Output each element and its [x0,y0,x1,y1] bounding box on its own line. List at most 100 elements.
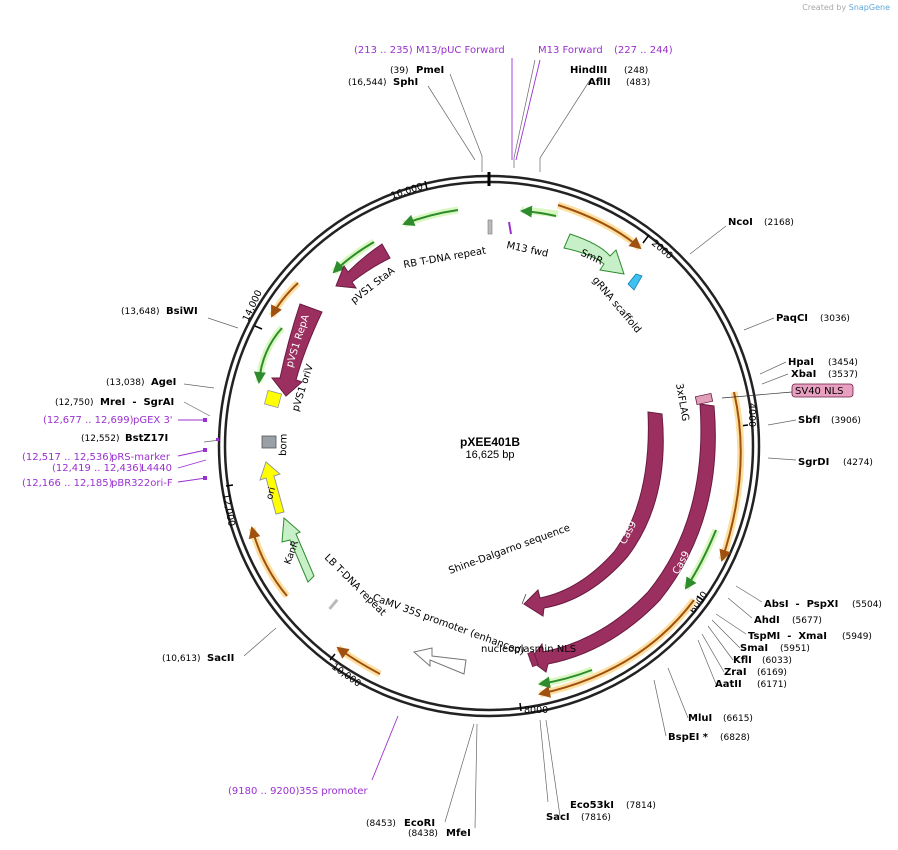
enzyme-pos-pmei: (39) [390,66,408,76]
shine-dalgarno-label: Shine-Dalgarno sequence [447,523,571,577]
enzyme-pos-bspei: (6828) [720,733,750,743]
enzyme-pos-agei: (13,038) [106,378,145,388]
tick-16000 [424,180,428,190]
enzyme-pos-ecori: (8453) [366,819,396,829]
flag-label: 3xFLAG [673,383,690,423]
primer-name-pbr322ori-f: pBR322ori-F [111,478,173,489]
enzyme-name-ahdi: AhdI [754,615,780,626]
camv-35s-promoter-label: CaMV 35S promoter (enhanced) [371,592,526,657]
enzyme-name-saci: SacI [546,812,570,823]
enzyme-pos-tspmi-xmai: (5949) [842,632,872,642]
tick-2000 [642,234,650,244]
lb-tdna-repeat-feature[interactable]: LB T-DNA repeat [322,552,388,618]
enzyme-pos-bstz17i: (12,552) [81,434,120,444]
enzyme-pos-ncoi: (2168) [764,218,794,228]
enzyme-name-ncoi: NcoI [728,217,753,228]
enzyme-name-mlui: MluI [688,713,712,724]
enzyme-name-ecori: EcoRI [404,818,435,829]
camv-35s-promoter-feature[interactable]: CaMV 35S promoter (enhanced) [371,592,526,675]
sv40-nls-feature[interactable]: SV40 NLS [721,383,854,399]
enzyme-pos-ahdi: (5677) [792,616,822,626]
enzyme-pos-xbai: (3537) [828,370,858,380]
enzyme-pos-hindiii: (248) [624,66,648,76]
primer-range-m13-forward: (227 .. 244) [614,45,673,56]
enzyme-name-sphi: SphI [393,77,418,88]
sv40-nls-label: SV40 NLS [795,386,844,397]
tick-label-14000: 14,000 [241,288,265,323]
rb-tdna-repeat-feature[interactable]: RB T-DNA repeat [403,219,493,271]
enzyme-pos-kfli: (6033) [762,656,792,666]
ori-feature[interactable]: ori [259,461,285,515]
nucleoplasmin-nls-feature[interactable]: nucleoplasmin NLS [481,644,576,668]
enzyme-pos-absi-pspxi: (5504) [852,600,882,610]
watermark-prefix: Created by [802,3,847,12]
primer-range-m13-puc-forward: (213 .. 235) [354,45,413,56]
tick-label-8000: 8000 [524,705,548,716]
enzyme-pos-aatii: (6171) [757,680,787,690]
enzyme-name-kfli: KflI [733,655,752,666]
enzyme-name-aatii: AatII [715,679,742,690]
enzyme-pos-hpai: (3454) [828,358,858,368]
enzyme-name-bstz17i: BstZ17I [125,433,168,444]
enzyme-pos-saci: (7816) [581,813,611,823]
enzyme-name-sgrdi: SgrDI [798,457,829,468]
backbone [217,172,761,718]
plasmid-size: 16,625 bp [465,449,515,461]
enzyme-leader-lines [183,59,797,829]
snapgene-watermark: Created by SnapGene [802,3,890,12]
tick-label-2000: 2000 [649,238,675,262]
enzyme-name-bspei: BspEI * [668,732,709,743]
primer-name-l4440: L4440 [141,463,172,474]
primer-range-pbr322ori-f: (12,166 .. 12,185) [22,478,113,489]
tick-10000 [329,653,336,661]
enzyme-name-hindiii: HindIII [570,65,607,76]
primer-name-prs-marker: pRS-marker [111,452,171,463]
grna-scaffold-feature[interactable]: gRNA scaffold [590,273,643,335]
kanr-feature[interactable]: KanR [281,516,315,583]
smr-feature[interactable]: SmR [563,233,625,275]
enzyme-name-paqci: PaqCI [776,313,808,324]
enzyme-labels[interactable]: (39) PmeI (16,544) SphI HindIII (248) Af… [55,65,882,839]
cas9-feature-inner[interactable]: Cas9 [523,411,664,617]
primer-labels[interactable]: (213 .. 235) M13/pUC Forward M13 Forward… [22,45,673,797]
pvs1-staa-feature[interactable]: pVS1 StaA [335,243,397,306]
enzyme-pos-sgrdi: (4274) [843,458,873,468]
primer-name-35s-promoter: 35S promoter [299,786,369,797]
enzyme-name-xbai: XbaI [791,369,816,380]
enzyme-pos-sphi: (16,544) [348,78,387,88]
enzyme-name-tspmi-xmai: TspMI - XmaI [748,631,827,642]
primer-range-prs-marker: (12,517 .. 12,536) [22,452,113,463]
snapgene-logo-text: SnapGene [848,3,890,12]
primer-range-l4440: (12,419 .. 12,436) [52,463,143,474]
enzyme-pos-eco53ki: (7814) [626,801,656,811]
enzyme-pos-mfei: (8438) [408,829,438,839]
enzyme-name-mrei-sgrai: MreI - SgrAI [100,397,174,408]
enzyme-pos-smai: (5951) [780,644,810,654]
pvs1-repa-feature[interactable]: pVS1 RepA [270,303,323,397]
enzyme-name-sbfi: SbfI [798,415,820,426]
m13-fwd-feature[interactable]: M13 fwd [505,221,549,260]
primer-range-35s-promoter: (9180 .. 9200) [228,786,300,797]
m13-fwd-label: M13 fwd [505,240,549,260]
enzyme-name-bsiwi: BsiWI [166,306,198,317]
enzyme-pos-zrai: (6169) [757,668,787,678]
bom-feature[interactable]: bom [261,434,290,457]
enzyme-pos-paqci: (3036) [820,314,850,324]
enzyme-name-hpai: HpaI [788,357,814,368]
enzyme-pos-bsiwi: (13,648) [121,307,160,317]
bom-label: bom [278,434,290,457]
enzyme-pos-mrei-sgrai: (12,750) [55,398,94,408]
tick-8000 [519,702,522,712]
enzyme-name-smai: SmaI [740,643,768,654]
tick-label-12000: 12,000 [220,493,237,528]
shine-dalgarno-feature: Shine-Dalgarno sequence [447,523,572,605]
primer-site-marks [203,418,219,480]
nucleoplasmin-nls-label: nucleoplasmin NLS [481,644,576,655]
tick-14000 [254,325,263,330]
enzyme-pos-mlui: (6615) [723,714,753,724]
primer-name-pgex-3: pGEX 3' [133,415,173,426]
enzyme-name-zrai: ZraI [724,667,747,678]
enzyme-name-sacii: SacII [207,653,234,664]
plasmid-name: pXEE401B [459,435,521,449]
